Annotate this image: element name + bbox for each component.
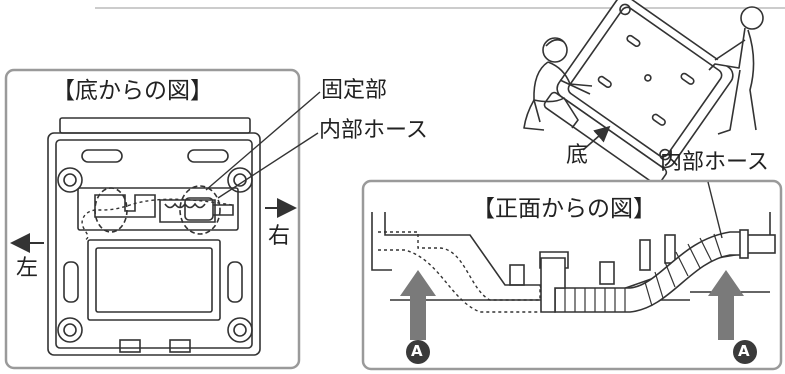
front-hose-label: 内部ホース: [660, 150, 769, 175]
direction-left-label: 左: [16, 256, 39, 281]
arrow-a-right: [708, 270, 744, 340]
fixing-part-label: 固定部: [321, 78, 388, 103]
direction-right-label: 右: [268, 224, 291, 249]
fixing-part-circle: [94, 187, 128, 233]
arrow-a-left: [400, 270, 436, 340]
callout-line-fixing: [205, 91, 321, 191]
front-view-title: 【正面からの図】: [472, 196, 656, 222]
hose-connector: [744, 234, 776, 254]
bottom-view-panel: [4, 68, 321, 370]
front-hose-callout-line: [707, 181, 723, 239]
front-view-panel: [361, 179, 783, 371]
marker-a-left: A: [411, 342, 423, 360]
bottom-label: 底: [566, 143, 589, 168]
front-view-frame: [361, 179, 783, 371]
internal-hose-label: 内部ホース: [319, 118, 428, 143]
bottom-view-title: 【底からの図】: [52, 78, 213, 104]
dotted-hose-path: [81, 198, 233, 241]
front-dotted-hose: [378, 231, 555, 301]
marker-a-right-circle: [733, 340, 757, 364]
hose-circle: [179, 185, 221, 235]
callout-line-hose: [217, 132, 319, 199]
bottom-pointer-arrow: [582, 125, 611, 151]
hose-ribs: [564, 233, 723, 312]
marker-a-left-circle: [406, 340, 430, 364]
bottom-view-frame: [4, 68, 301, 370]
hose-elbow: [540, 257, 566, 313]
marker-a-right: A: [738, 342, 750, 360]
machine-bottom-illustration: [47, 117, 261, 356]
